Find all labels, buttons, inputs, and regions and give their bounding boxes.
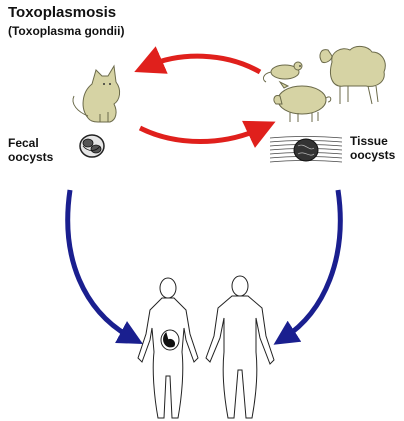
sheep-icon [320, 46, 385, 104]
rat-icon [263, 62, 302, 82]
red-arrow-bottom [140, 128, 262, 142]
fecal-oocyst-icon [80, 135, 104, 157]
pregnant-woman-icon [138, 278, 198, 418]
pig-icon [274, 82, 331, 122]
man-icon [206, 276, 274, 418]
tissue-cyst-icon [270, 137, 342, 163]
blue-arrow-left [68, 190, 132, 338]
cat-icon [73, 66, 120, 122]
red-arrow-top [148, 56, 260, 72]
blue-arrow-right [284, 190, 340, 338]
